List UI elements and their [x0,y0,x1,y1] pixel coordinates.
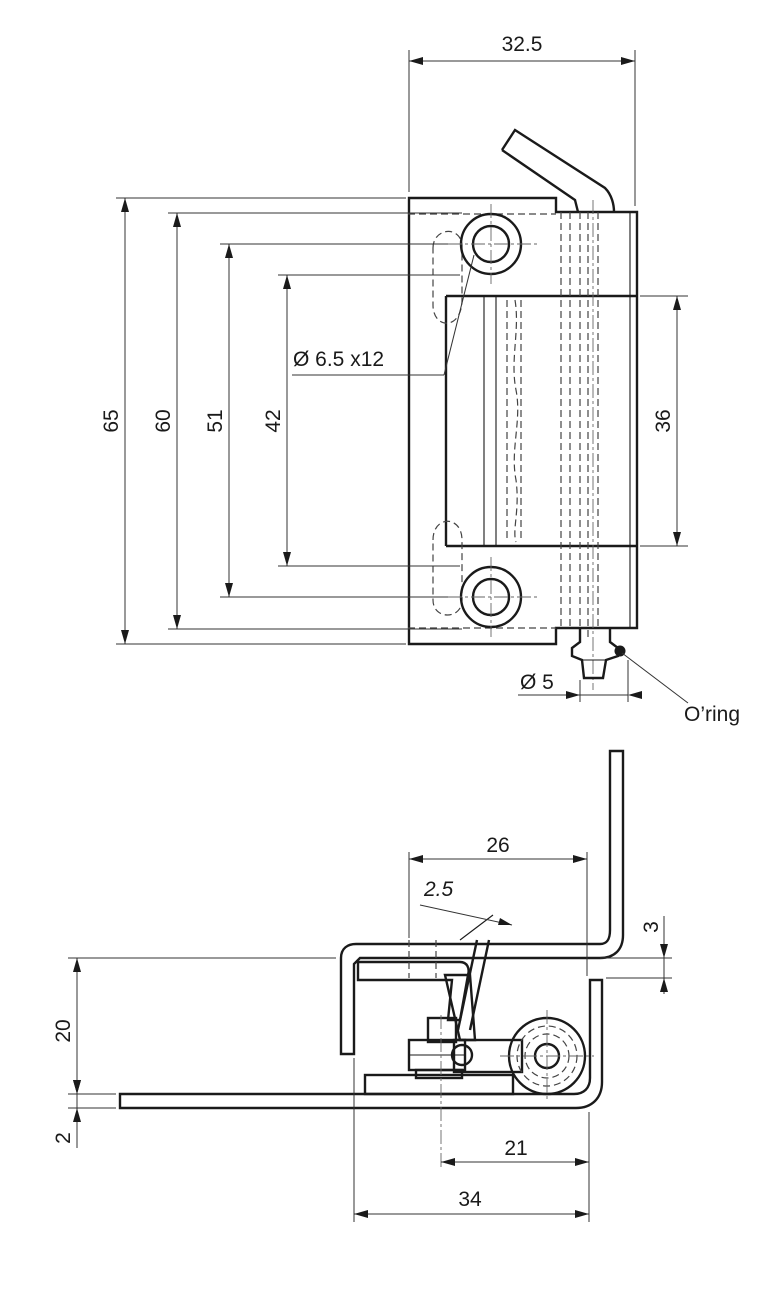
hidden-countersink-top [432,230,463,324]
arrowhead [173,615,181,629]
arrowhead [173,213,181,227]
arrowhead [283,552,291,566]
base-plate [363,1073,515,1096]
arrowhead [628,691,642,699]
dim-26-label: 26 [486,834,509,857]
dim-line-2-5 [419,904,513,926]
dim-36-label: 36 [652,409,675,432]
arrowhead [673,296,681,310]
arrowhead [225,583,233,597]
link-arm-edge [456,939,479,1031]
arrowhead [498,918,512,925]
arrowhead [673,532,681,546]
hole-leader-line [443,254,475,376]
dim-3-label: 3 [640,921,663,933]
arrowhead [441,1158,455,1166]
arrowhead [660,944,668,958]
link-arm-edge [468,939,491,1031]
arrowhead [73,958,81,972]
dim-60-label: 60 [152,409,175,432]
washer [414,1068,464,1080]
arrowhead [660,978,668,992]
dim-32-5-label: 32.5 [502,33,543,56]
arrowhead [409,855,423,863]
oring-label: O’ring [684,703,740,726]
arrowhead [73,1080,81,1094]
link-arm-edge [459,914,494,941]
hidden-wavy-line [513,299,519,543]
top-plate-bracket [356,960,470,1022]
dim-21-label: 21 [504,1137,527,1160]
dim-2-label: 2 [52,1132,75,1144]
pivot-hole [450,1043,474,1067]
hole-spec-label: Ø 6.5 x12 [293,348,384,371]
arrowhead [73,1108,81,1122]
dim-pin-dia-label: Ø 5 [520,671,554,694]
arrowhead [566,691,580,699]
upper-leaf-profile [339,749,625,1056]
arrowhead [575,1210,589,1218]
dim-20-label: 20 [52,1019,75,1042]
lower-leaf-profile [118,978,604,1110]
arrowhead [573,855,587,863]
arrowhead [121,198,129,212]
dim-2-5-label: 2.5 [423,878,454,901]
dim-42-label: 42 [262,409,285,432]
arrowhead [575,1158,589,1166]
hinge-leaf-outline [407,196,639,646]
arm-plate [452,1038,524,1074]
front-view: 32.5 65 60 51 42 Ø 6.5 x12 [100,33,740,726]
arrowhead [409,57,423,65]
oring-leader-line [621,652,689,704]
arrowhead [121,630,129,644]
arrowhead [354,1210,368,1218]
arrowhead [621,57,635,65]
dim-34-label: 34 [458,1188,482,1211]
side-view: 26 2.5 3 20 2 21 [52,749,672,1222]
arrowhead [283,275,291,289]
pin-tip [570,628,620,680]
bolt-head [426,1016,458,1044]
dim-65-label: 65 [100,409,123,432]
arrowhead [225,244,233,258]
pin-handle [500,128,616,213]
dim-51-label: 51 [204,409,227,432]
hidden-countersink-bottom [432,520,463,616]
